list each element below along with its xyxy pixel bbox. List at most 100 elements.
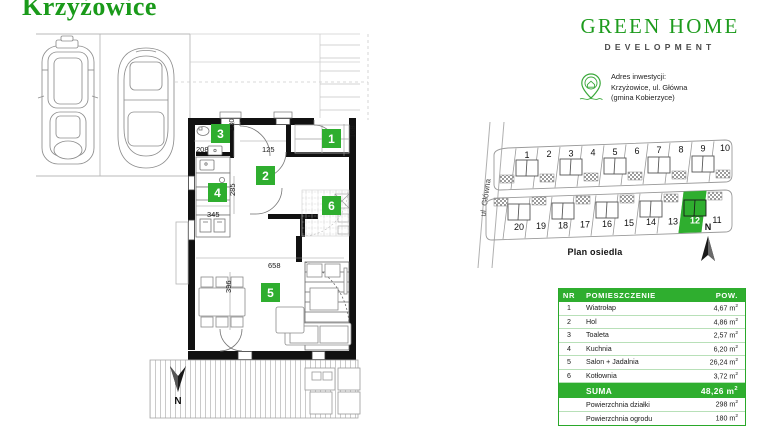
garden-furniture (304, 367, 361, 415)
room-marker-6[interactable]: 6 (322, 196, 341, 215)
bathroom-fixtures (196, 126, 223, 156)
extra-label: Powierzchnia ogrodu (586, 414, 653, 423)
plot-number-14[interactable]: 14 (646, 217, 656, 227)
dining-set (198, 276, 246, 328)
room-marker-1[interactable]: 1 (322, 129, 341, 148)
table-header-row: NR POMIESZCZENIE POW. (559, 288, 745, 302)
plot-number-18[interactable]: 18 (558, 220, 568, 230)
plot-number-16[interactable]: 16 (602, 219, 612, 229)
extra-spacer (559, 398, 579, 412)
brand-tagline: DEVELOPMENT (604, 42, 716, 52)
row-room-name: Hol (579, 315, 686, 329)
plot-number-3[interactable]: 3 (568, 148, 573, 158)
row-number: 1 (559, 302, 579, 316)
room-marker-2[interactable]: 2 (256, 166, 275, 185)
plot-number-15[interactable]: 15 (624, 218, 634, 228)
table-extra-row: Powierzchnia ogrodu 180 m2 (559, 412, 745, 426)
living-room-furniture (275, 263, 352, 346)
sum-area: 48,26 m2 (686, 382, 745, 398)
room-marker-3[interactable]: 3 (211, 124, 230, 143)
svg-text:N: N (705, 222, 712, 232)
plot-row-bottom (485, 189, 733, 241)
row-number: 2 (559, 315, 579, 329)
brand-name: GREEN HOME (580, 14, 740, 38)
dimension-label-125-2: 125 (262, 145, 275, 154)
row-area: 2,57 m2 (686, 328, 745, 343)
info-panel: GREEN HOME DEVELOPMENT Adres inwestycji:… (470, 0, 760, 428)
plot-number-13[interactable]: 13 (668, 216, 678, 226)
plot-number-7[interactable]: 7 (656, 145, 661, 155)
row-room-name: Toaleta (579, 328, 686, 343)
row-number: 3 (559, 328, 579, 343)
svg-text:N: N (174, 396, 181, 407)
row-area: 26,24 m2 (686, 355, 745, 370)
row-room-name: Kuchnia (579, 342, 686, 356)
site-plan-caption: Plan osiedla (567, 247, 623, 257)
row-area: 4,86 m2 (686, 315, 745, 329)
room-marker-4[interactable]: 4 (208, 183, 227, 202)
address-line-3: (gmina Kobierzyce) (611, 93, 675, 103)
site-plan-diagram: ul. Główna (470, 118, 760, 273)
row-room-name: Salon + Jadalnia (579, 355, 686, 370)
north-arrow-floorplan: N (170, 366, 186, 407)
address-text: Adres inwestycji: Krzyżowice, ul. Główna… (611, 72, 687, 104)
row-number: 5 (559, 355, 579, 370)
plot-number-10[interactable]: 10 (720, 143, 730, 153)
page-title: Krzyżowice (22, 0, 157, 21)
location-pin-house-icon (579, 73, 603, 100)
plot-number-11[interactable]: 11 (712, 215, 721, 225)
address-line-2: Krzyżowice, ul. Główna (611, 82, 688, 92)
brand-logo: GREEN HOME DEVELOPMENT (565, 14, 755, 52)
dimension-label-658-6: 658 (268, 261, 281, 270)
plot-number-19[interactable]: 19 (536, 221, 546, 231)
car-icon-right (117, 47, 175, 169)
room-marker-5[interactable]: 5 (261, 283, 280, 302)
dimension-label-285-5: 285 (228, 183, 237, 196)
row-room-name: Wiatrołap (579, 302, 686, 316)
row-number: 4 (559, 342, 579, 356)
street-lines (477, 121, 505, 269)
plot-number-8[interactable]: 8 (678, 144, 683, 154)
row-area: 4,67 m2 (686, 302, 745, 316)
north-arrow-siteplan: N (701, 222, 715, 261)
plot-number-20[interactable]: 20 (514, 222, 524, 232)
row-area: 6,20 m2 (686, 342, 745, 356)
plot-number-9[interactable]: 9 (700, 144, 705, 154)
plot-number-5[interactable]: 5 (612, 147, 617, 157)
row-room-name: Kotłownia (579, 369, 686, 383)
row-number: 6 (559, 369, 579, 383)
plot-number-2[interactable]: 2 (546, 149, 551, 159)
header-nr: NR (559, 288, 579, 302)
header-room: POMIESZCZENIE (579, 288, 686, 302)
dimension-label-345-4: 345 (207, 210, 220, 219)
plot-number-6[interactable]: 6 (634, 146, 639, 156)
car-icon-left (37, 35, 99, 165)
investment-address: Adres inwestycji: Krzyżowice, ul. Główna… (578, 72, 687, 104)
dimension-label-208-0: 208 (196, 145, 209, 154)
windows (188, 118, 326, 360)
row-area: 3,72 m2 (686, 369, 745, 383)
dimension-label-168-3: 168 (348, 125, 357, 138)
plot-row-top (493, 139, 733, 191)
extra-spacer (559, 412, 579, 426)
extra-area: 298 m2 (686, 398, 745, 412)
dimension-label-396-7: 396 (224, 280, 233, 293)
extra-area: 180 m2 (715, 414, 738, 423)
plot-number-4[interactable]: 4 (590, 148, 595, 158)
sum-label: SUMA (579, 382, 686, 398)
plot-number-12[interactable]: 12 (690, 216, 700, 226)
plot-number-1[interactable]: 1 (524, 150, 529, 160)
plot-number-17[interactable]: 17 (580, 220, 590, 230)
extra-label: Powierzchnia działki (579, 398, 686, 412)
